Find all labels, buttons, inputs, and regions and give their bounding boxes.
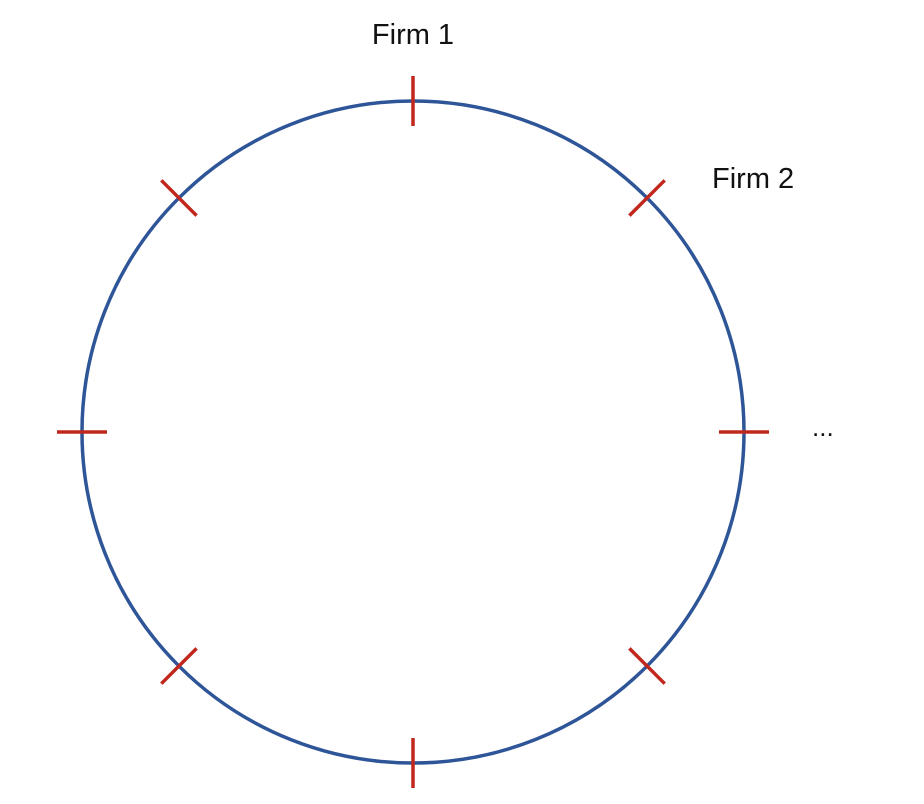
label-ellipsis: ... <box>812 412 834 442</box>
label-firm-2: Firm 2 <box>712 163 794 195</box>
firm-tick-marks <box>57 76 769 788</box>
firm-tick-2 <box>628 179 666 217</box>
label-firm-1: Firm 1 <box>372 19 454 51</box>
firm-tick-8 <box>160 179 198 217</box>
firm-tick-4 <box>628 647 666 685</box>
firm-tick-6 <box>160 647 198 685</box>
